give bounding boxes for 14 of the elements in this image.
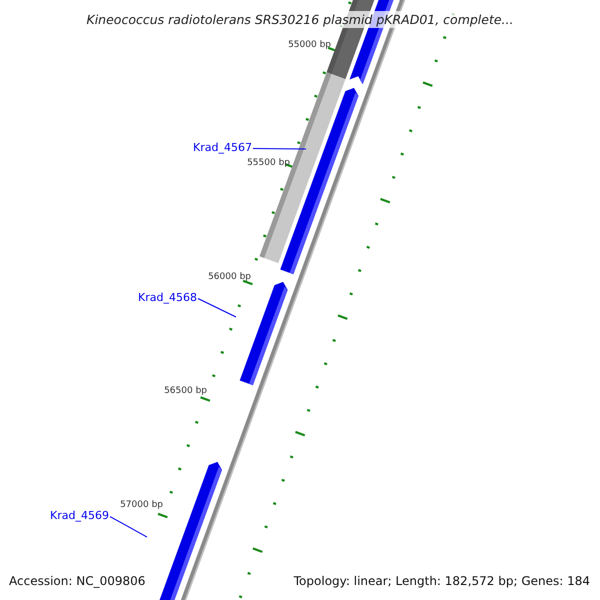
- tick-label: 57000 bp: [120, 501, 163, 510]
- leader-line: [109, 516, 148, 538]
- gene-label: Krad_4567: [193, 142, 252, 153]
- leader-line: [252, 148, 306, 150]
- leader-line: [197, 298, 236, 318]
- gene-label: Krad_4569: [50, 510, 109, 521]
- title: Kineococcus radiotolerans SRS30216 plasmid pKRAD01, complete...: [86, 11, 514, 27]
- tick-label: 56000 bp: [208, 273, 251, 282]
- tick-label: 56500 bp: [164, 387, 207, 396]
- tick-label: 55000 bp: [288, 41, 331, 50]
- footer-text: Topology: linear; Length: 182,572 bp; Genes: 184: [294, 575, 590, 587]
- tick-label: 55500 bp: [247, 159, 290, 168]
- footer-text: Accession: NC_009806: [9, 575, 146, 587]
- gene-label: Krad_4568: [138, 292, 197, 303]
